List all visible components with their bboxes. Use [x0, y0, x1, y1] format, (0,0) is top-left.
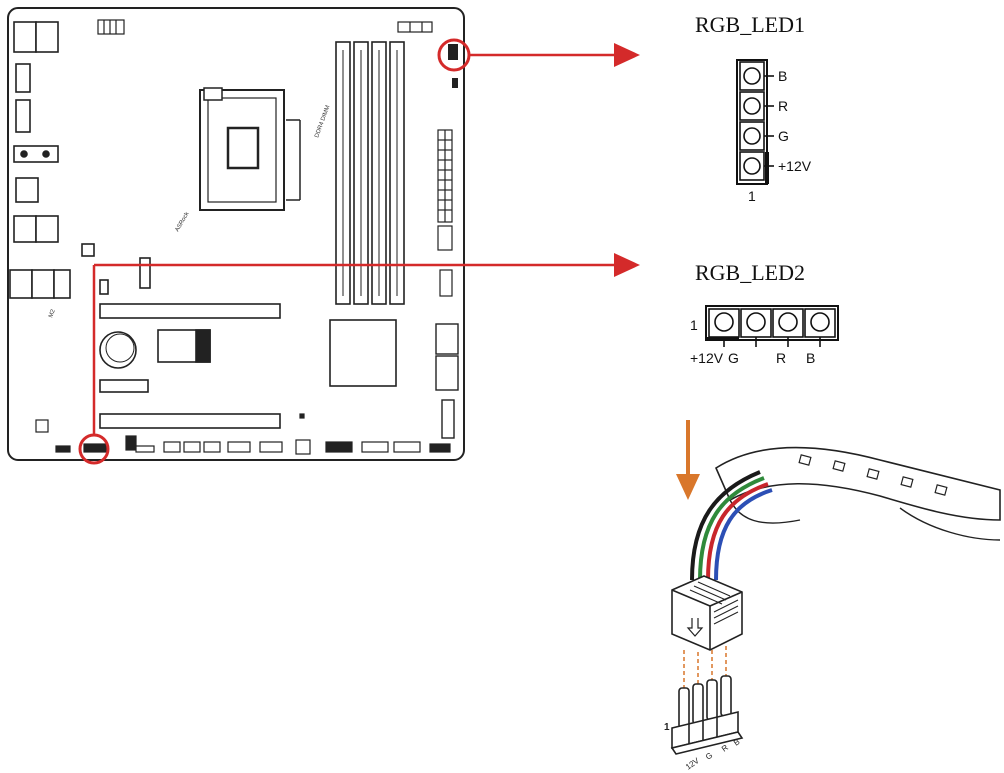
cable-pin-header [670, 675, 744, 755]
pcie-slots [99, 257, 281, 429]
cpu-power-connector [97, 19, 125, 35]
rgb-led1-header-on-board [448, 44, 458, 60]
dimm-slots [335, 41, 405, 305]
m2-and-battery [81, 243, 211, 369]
cable-pin-12v: 12V [684, 756, 701, 772]
motherboard: ASRock DDR4 DIMM [7, 7, 471, 465]
small-part [452, 78, 458, 88]
rgb-led2-pin1-marker: 1 [690, 317, 698, 333]
rgb-led2-pin-r: R [776, 350, 786, 366]
insert-direction-arrow [676, 420, 700, 500]
alignment-guides [683, 646, 727, 690]
cable-pin-b: B [732, 737, 742, 747]
callout-arrow-led2 [92, 253, 640, 435]
cpu-socket [199, 87, 301, 211]
sata-ports [435, 323, 459, 439]
rgb-led2-pin-12v: +12V [690, 350, 724, 366]
led-strip-cable-illustration: 1 12V G R B [664, 420, 1001, 772]
rgb-led2-title: RGB_LED2 [695, 260, 805, 285]
bottom-headers [35, 413, 451, 455]
rgb-led1-pin1-marker: 1 [748, 188, 756, 204]
rgb-led1-pin-g: G [778, 128, 789, 144]
io-ports [9, 21, 71, 299]
led-strip-leds [798, 454, 948, 496]
rgb-led2-pin-g: G [728, 350, 739, 366]
cable-pin-g: G [704, 751, 714, 762]
misc-label: M2 [48, 308, 57, 319]
fan-header-top [397, 21, 433, 33]
rgb-led2-pin-b: B [806, 350, 815, 366]
rgb-led1-pin-12v: +12V [778, 158, 812, 174]
rgb-led1-title: RGB_LED1 [695, 12, 805, 37]
rgb-led2-header: RGB_LED2 1 +12V G R B [690, 260, 839, 366]
callout-arrow-led1 [468, 43, 640, 67]
atx-power-connector [437, 129, 453, 297]
led-strip [714, 446, 1001, 521]
cable-pin1-marker: 1 [664, 722, 670, 733]
cable-pin-r: R [720, 743, 730, 754]
rgb-led1-pin-b: B [778, 68, 787, 84]
chipset [329, 319, 397, 387]
rgb-led1-header: RGB_LED1 B R G +12V 1 [695, 12, 812, 204]
rgb-led1-pin-r: R [778, 98, 788, 114]
cable-wires [690, 470, 773, 581]
cable-connector [671, 575, 743, 651]
